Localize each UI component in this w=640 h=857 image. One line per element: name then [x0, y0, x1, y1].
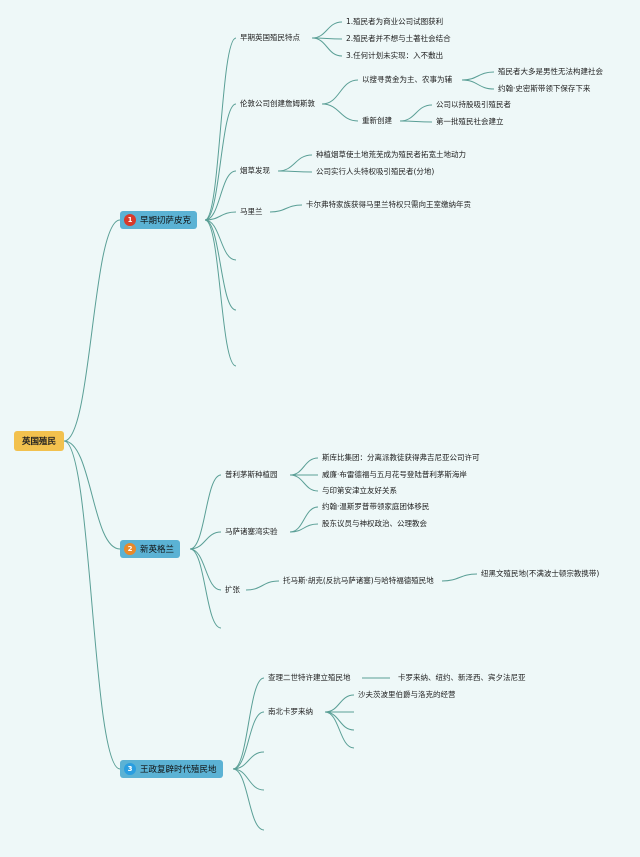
connector-line	[245, 580, 280, 591]
number-badge: 2	[124, 543, 136, 555]
topic-early-english-colonial-features: 早期英国殖民特点	[240, 33, 300, 42]
topic-tobacco-discovery: 烟草发现	[240, 166, 270, 175]
leaf-item: 公司以持股吸引殖民者	[436, 100, 511, 109]
connector-line	[232, 768, 265, 791]
branch-label: 新英格兰	[140, 545, 175, 555]
branch-label: 早期切萨皮克	[140, 216, 192, 226]
root-node: 英国殖民	[14, 431, 64, 451]
branch-restoration-colonies: 3 王政复辟时代殖民地	[120, 760, 223, 778]
connector-line	[204, 219, 237, 311]
leaf-item: 斯库比集团：分离派教徒获得弗吉尼亚公司许可	[322, 453, 480, 462]
topic-massachusetts-bay: 马萨诸塞湾实验	[225, 527, 278, 536]
leaf-item: 3.任何计划未实现：入不敷出	[346, 51, 444, 60]
connector-line	[232, 751, 265, 770]
connector-line	[289, 457, 319, 476]
connector-line	[311, 21, 343, 39]
connector-line	[324, 694, 355, 713]
connector-line	[204, 170, 237, 221]
connector-line	[232, 768, 265, 831]
branch-early-chesapeake: 1 早期切萨皮克	[120, 211, 198, 229]
connector-line	[189, 474, 222, 550]
subtopic-recreation: 重新创建	[362, 116, 392, 125]
leaf-item: 约翰·史密斯带领下保存下来	[498, 84, 591, 93]
connector-line	[189, 548, 222, 629]
leaf-item: 沙夫茨波里伯爵与洛克的经营	[358, 690, 456, 699]
topic-maryland: 马里兰	[240, 207, 263, 216]
leaf-item: 卡罗来纳、纽约、新泽西、宾夕法尼亚	[398, 673, 526, 682]
leaf-item: 与印第安津立友好关系	[322, 486, 397, 495]
connector-line	[461, 79, 495, 90]
connector-line	[311, 37, 343, 57]
connector-line	[399, 120, 433, 123]
connector-line	[63, 440, 121, 550]
topic-north-south-carolina: 南北卡罗来纳	[268, 707, 313, 716]
connector-line	[441, 573, 478, 582]
leaf-item: 纽黑文殖民地(不满波士顿宗教携带)	[481, 569, 600, 578]
topic-london-company-jamestown: 伦敦公司创建詹姆斯敦	[240, 99, 315, 108]
subtopic-thomas-hooker: 托马斯·胡克(反抗马萨诸塞)与哈特福德殖民地	[283, 576, 434, 585]
connector-line	[232, 677, 265, 770]
connector-line	[204, 211, 237, 221]
number-badge: 1	[124, 214, 136, 226]
connector-line	[277, 154, 313, 172]
connector-line	[399, 104, 433, 122]
connector-line	[189, 548, 222, 591]
connector-line	[63, 440, 121, 770]
connector-line	[204, 37, 237, 221]
connector-line	[189, 531, 222, 550]
leaf-item: 威廉·布雷德福与五月花号登陆普利茅斯海岸	[322, 470, 467, 479]
connector-line	[321, 79, 359, 105]
connector-line	[232, 711, 265, 770]
subtopic-gold-search: 以搜寻黄金为主、农事为辅	[362, 75, 452, 84]
connector-line	[324, 711, 355, 749]
leaf-item: 1.殖民者为商业公司试图获利	[346, 17, 444, 26]
connector-line	[63, 219, 121, 442]
connector-line	[204, 219, 237, 367]
connector-line	[461, 71, 495, 81]
leaf-item: 2.殖民者并不想与土著社会结合	[346, 34, 451, 43]
connector-line	[277, 170, 313, 173]
branch-new-england: 2 新英格兰	[120, 540, 181, 558]
connector-line	[321, 103, 359, 122]
connector-line	[324, 711, 355, 731]
leaf-item: 卡尔弗特家族获得马里兰特权只需向王室缴纳年贡	[306, 200, 471, 209]
topic-expansion: 扩张	[225, 585, 240, 594]
connector-line	[269, 204, 303, 213]
leaf-item: 殖民者大多是男性无法构建社会	[498, 67, 603, 76]
connector-line	[289, 523, 319, 533]
leaf-item: 公司实行人头特权吸引殖民者(分地)	[316, 167, 435, 176]
topic-charles-ii-charter: 查理二世特许建立殖民地	[268, 673, 351, 682]
leaf-item: 约翰·温斯罗普带领家庭团体移民	[322, 502, 430, 511]
leaf-item: 第一批殖民社会建立	[436, 117, 504, 126]
connector-line	[289, 506, 319, 533]
connector-line	[289, 474, 319, 492]
branch-label: 王政复辟时代殖民地	[140, 765, 217, 775]
number-badge: 3	[124, 763, 136, 775]
leaf-item: 种植烟草使土地荒芜成为殖民者拓宽土地动力	[316, 150, 466, 159]
leaf-item: 股东议员与神权政治、公理教会	[322, 519, 427, 528]
connector-line	[204, 103, 237, 221]
connector-line	[204, 219, 237, 261]
topic-plymouth-plantation: 普利茅斯种植园	[225, 470, 278, 479]
